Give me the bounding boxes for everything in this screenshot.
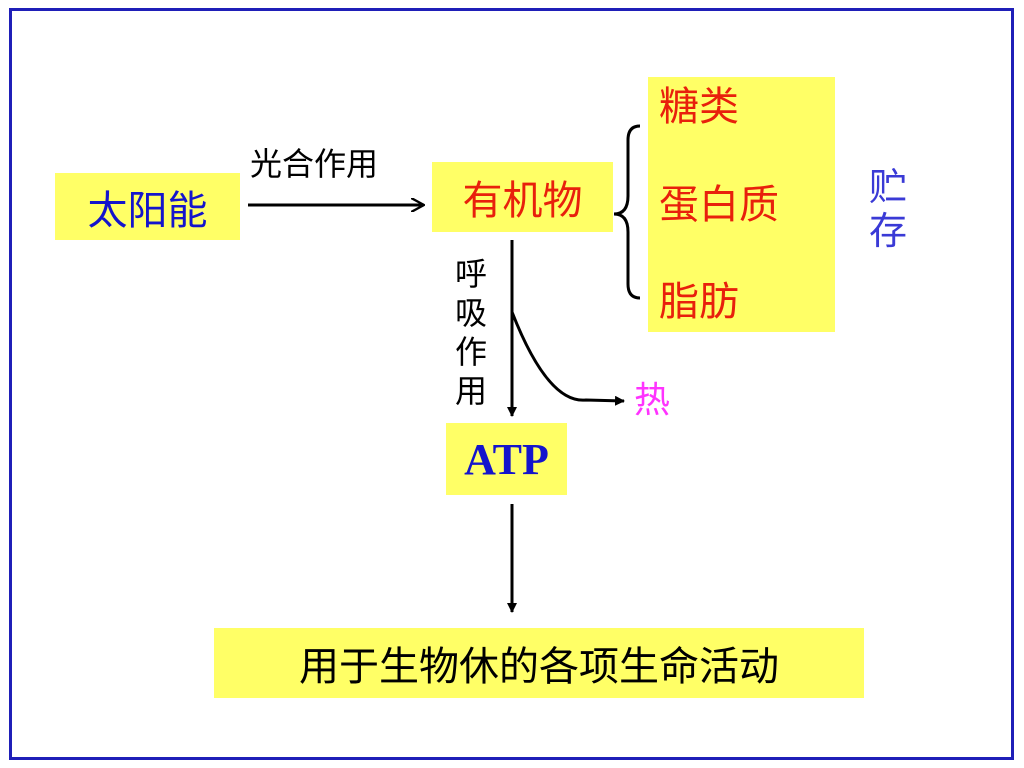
organic-types-box: 糖类 蛋白质 脂肪 [648, 77, 835, 332]
organic-type-protein: 蛋白质 [659, 181, 779, 228]
curly-brace [613, 124, 641, 300]
atp-label: ATP [464, 434, 549, 484]
solar-energy-box: 太阳能 [55, 173, 240, 240]
organic-type-fat: 脂肪 [659, 279, 739, 325]
atp-box: ATP [446, 423, 567, 495]
respiration-label: 呼吸作用 [454, 255, 487, 411]
storage-label: 贮存 [868, 165, 907, 253]
heat-label: 热 [634, 380, 671, 421]
organic-type-sugar: 糖类 [659, 84, 739, 130]
slide-frame [9, 8, 1014, 760]
solar-energy-label: 太阳能 [87, 187, 208, 234]
arrow-heat [510, 311, 625, 406]
life-activities-label: 用于生物休的各项生命活动 [299, 644, 779, 690]
photosynthesis-label: 光合作用 [250, 145, 379, 183]
organic-matter-label: 有机物 [462, 178, 583, 224]
life-activities-box: 用于生物休的各项生命活动 [214, 628, 864, 698]
organic-matter-box: 有机物 [432, 162, 613, 232]
